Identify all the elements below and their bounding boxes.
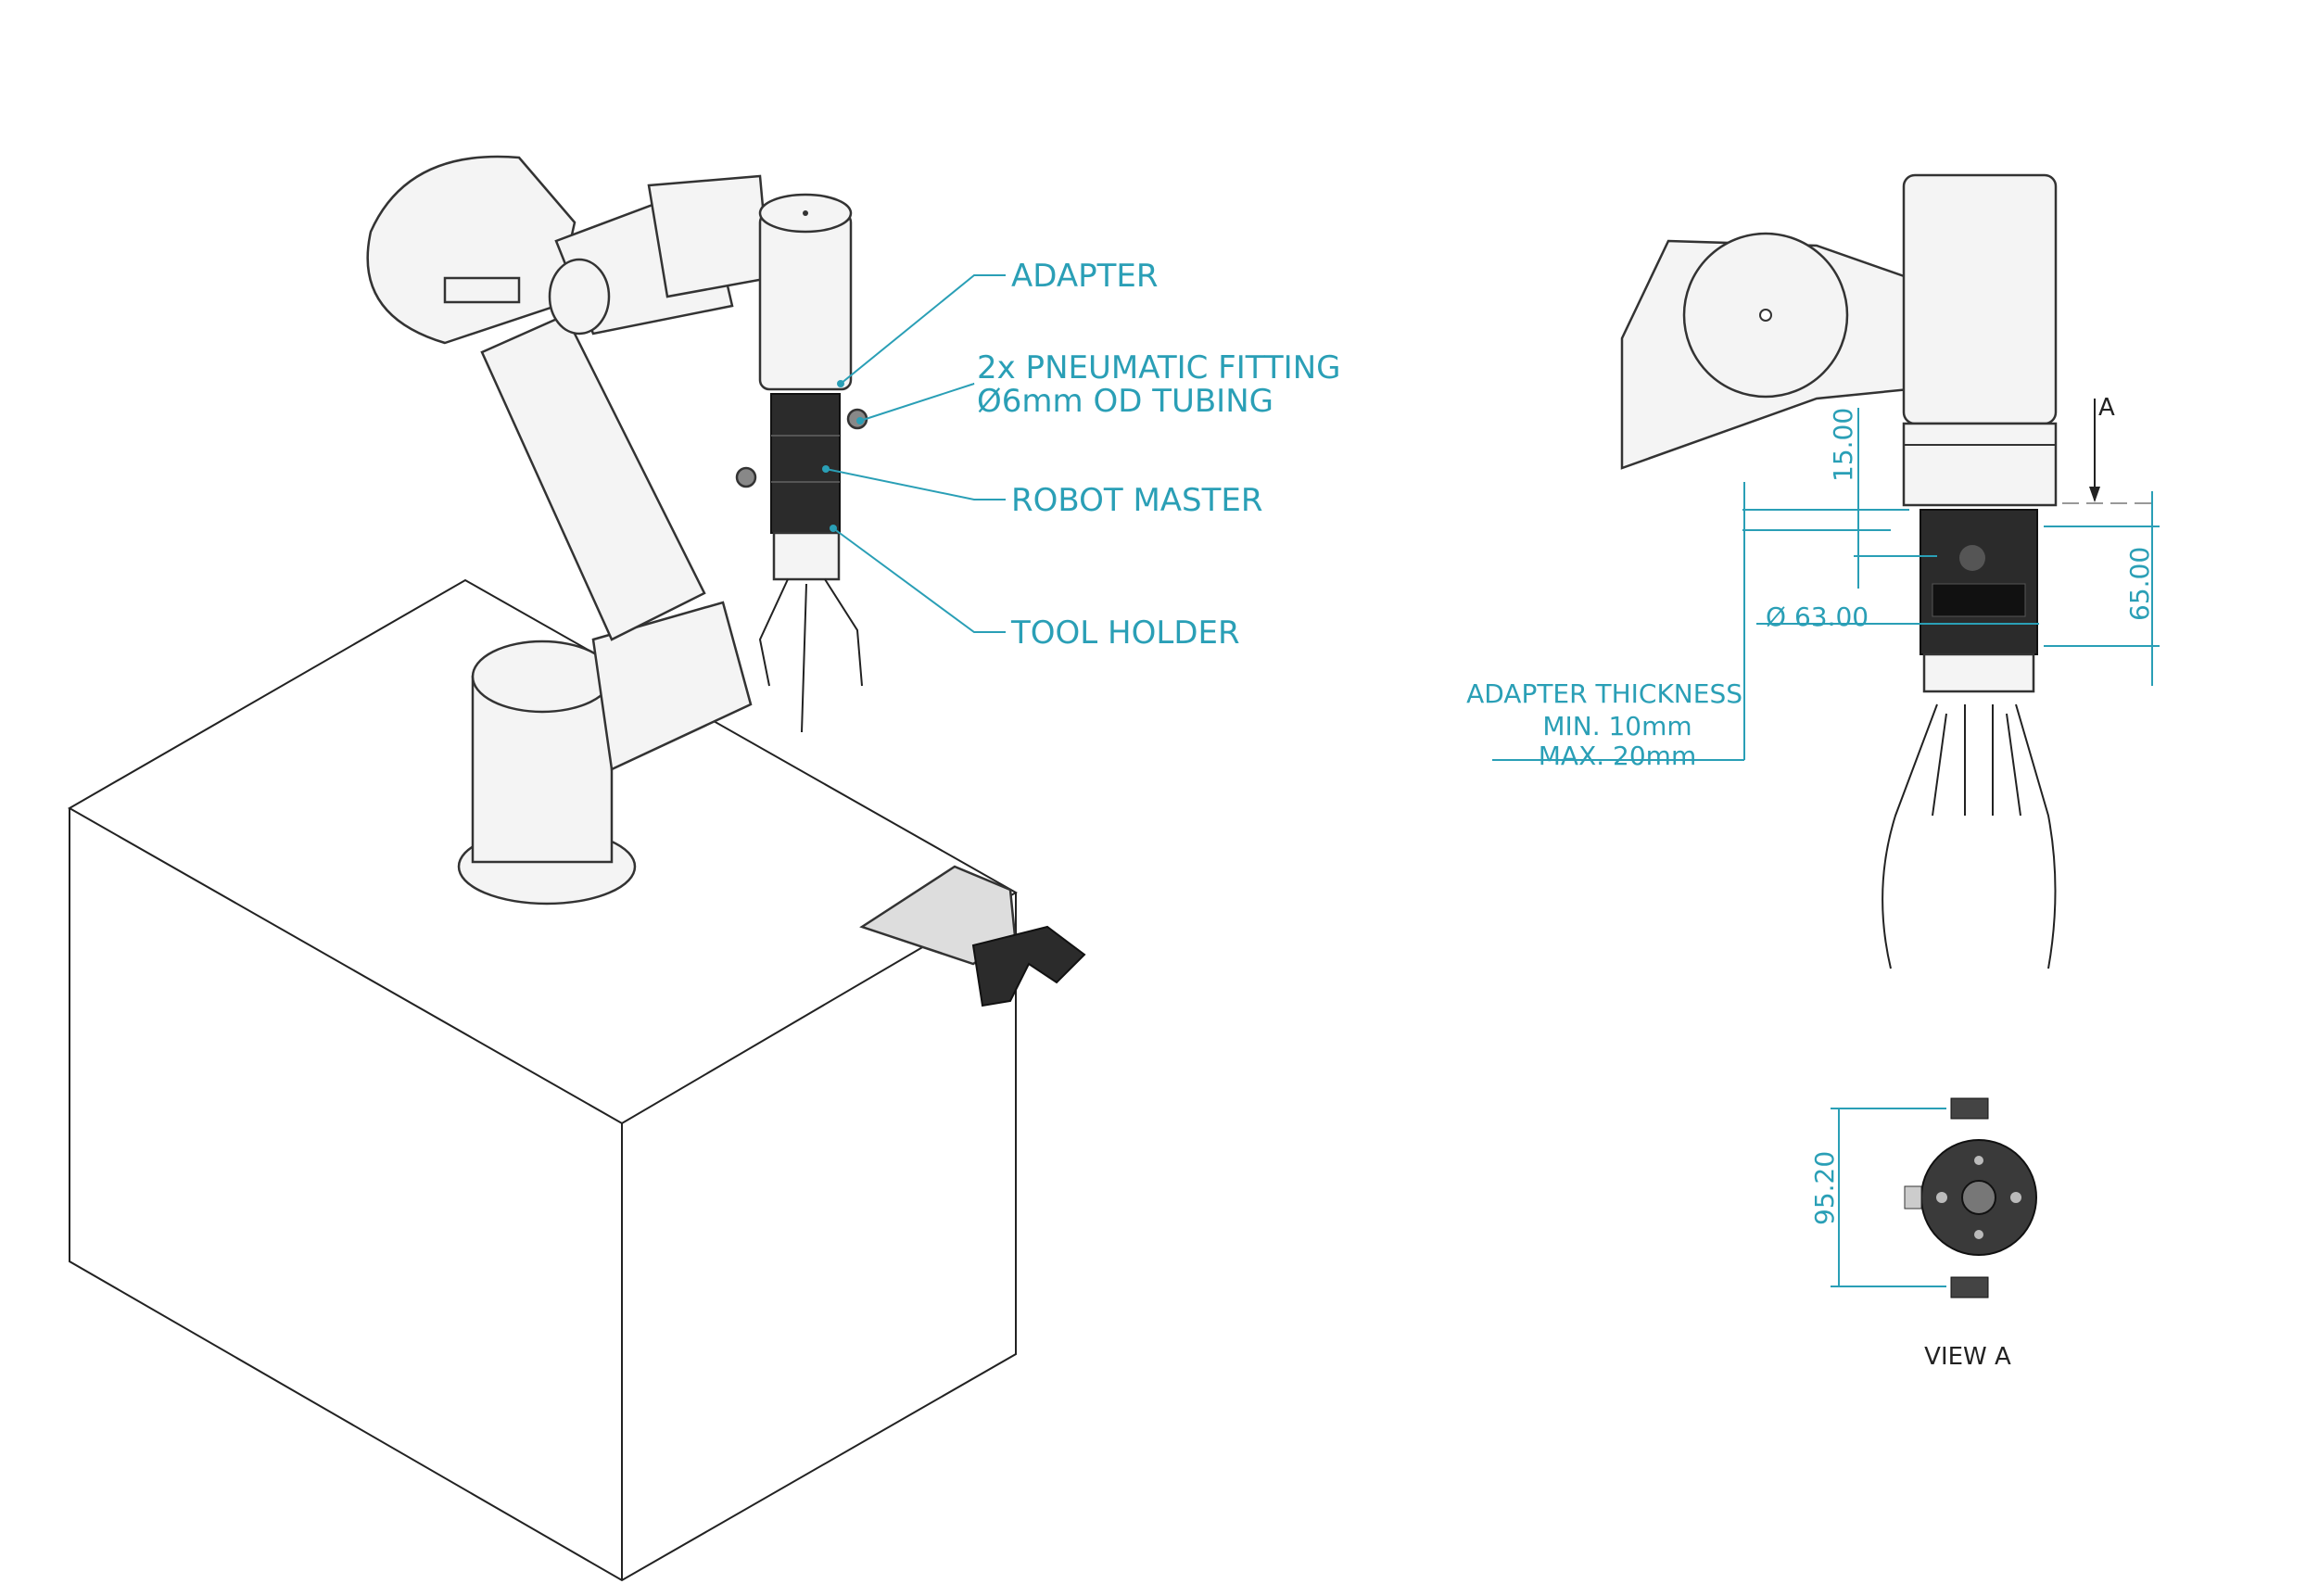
dim-diameter: Ø 63.00 <box>1766 602 1869 632</box>
adapter-note-min: MIN. 10mm <box>1542 711 1691 741</box>
adapter-note-max: MAX. 20mm <box>1539 741 1696 771</box>
dim-height: 65.00 <box>2124 547 2155 621</box>
adapter-note-title: ADAPTER THICKNESS <box>1466 678 1742 709</box>
tool-rack <box>859 865 1086 1007</box>
dimensions: 15.00 Ø 63.00 65.00 A ADAPTER THICKNESS … <box>1466 394 2160 771</box>
callout-pneumatic-fitting: 2x PNEUMATIC FITTING <box>977 349 1341 386</box>
callout-robot-master: ROBOT MASTER <box>1011 482 1263 519</box>
dim-view-a-width: 95.20 <box>1809 1151 1840 1225</box>
robot-arm-isometric <box>366 155 868 906</box>
view-a-label: VIEW A <box>1924 1343 2011 1371</box>
robot-wrist-side-view <box>1620 173 2058 969</box>
pedestal-box <box>67 578 1019 1582</box>
view-marker: A <box>2098 394 2115 422</box>
dim-offset: 15.00 <box>1828 408 1858 482</box>
callout-tubing: Ø6mm OD TUBING <box>977 383 1273 420</box>
view-a: 95.20 VIEW A <box>1809 1097 2037 1371</box>
callout-tool-holder: TOOL HOLDER <box>1010 614 1240 652</box>
callout-adapter: ADAPTER <box>1011 258 1158 295</box>
callouts: ADAPTER 2x PNEUMATIC FITTING Ø6mm OD TUB… <box>822 258 1341 652</box>
